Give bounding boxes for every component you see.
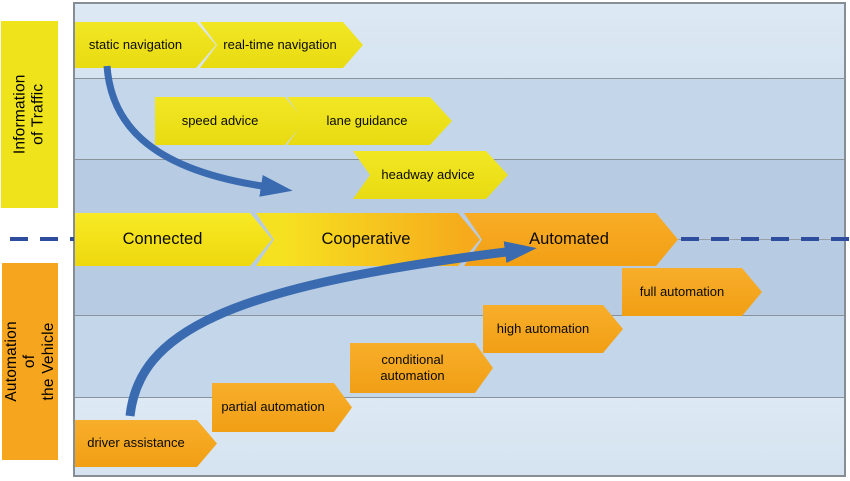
stage-automated: Automated: [464, 213, 678, 266]
arrow-conditional-automation: conditional automation: [350, 343, 493, 393]
stage-cooperative: Cooperative: [256, 213, 480, 266]
traffic-axis-label: Information of Traffic: [1, 21, 58, 208]
arrow-full-automation: full automation: [622, 268, 762, 316]
arrow-partial-automation: partial automation: [212, 383, 352, 432]
vehicle-axis-text: Automation of the Vehicle: [2, 321, 57, 402]
arrow-static-navigation: static navigation: [75, 22, 216, 68]
vehicle-axis-label: Automation of the Vehicle: [2, 263, 58, 460]
timeline-axis-dash-right: [681, 237, 850, 241]
arrow-lane-guidance: lane guidance: [287, 97, 452, 145]
arrow-high-automation: high automation: [483, 305, 623, 353]
timeline-axis-dash-left: [10, 237, 74, 241]
arrow-speed-advice: speed advice: [155, 97, 305, 145]
traffic-axis-text: Information of Traffic: [11, 74, 47, 155]
arrow-real-time-navigation: real-time navigation: [200, 22, 363, 68]
stage-connected: Connected: [75, 213, 272, 266]
arrow-driver-assistance: driver assistance: [75, 420, 217, 467]
arrow-headway-advice: headway advice: [353, 151, 508, 199]
